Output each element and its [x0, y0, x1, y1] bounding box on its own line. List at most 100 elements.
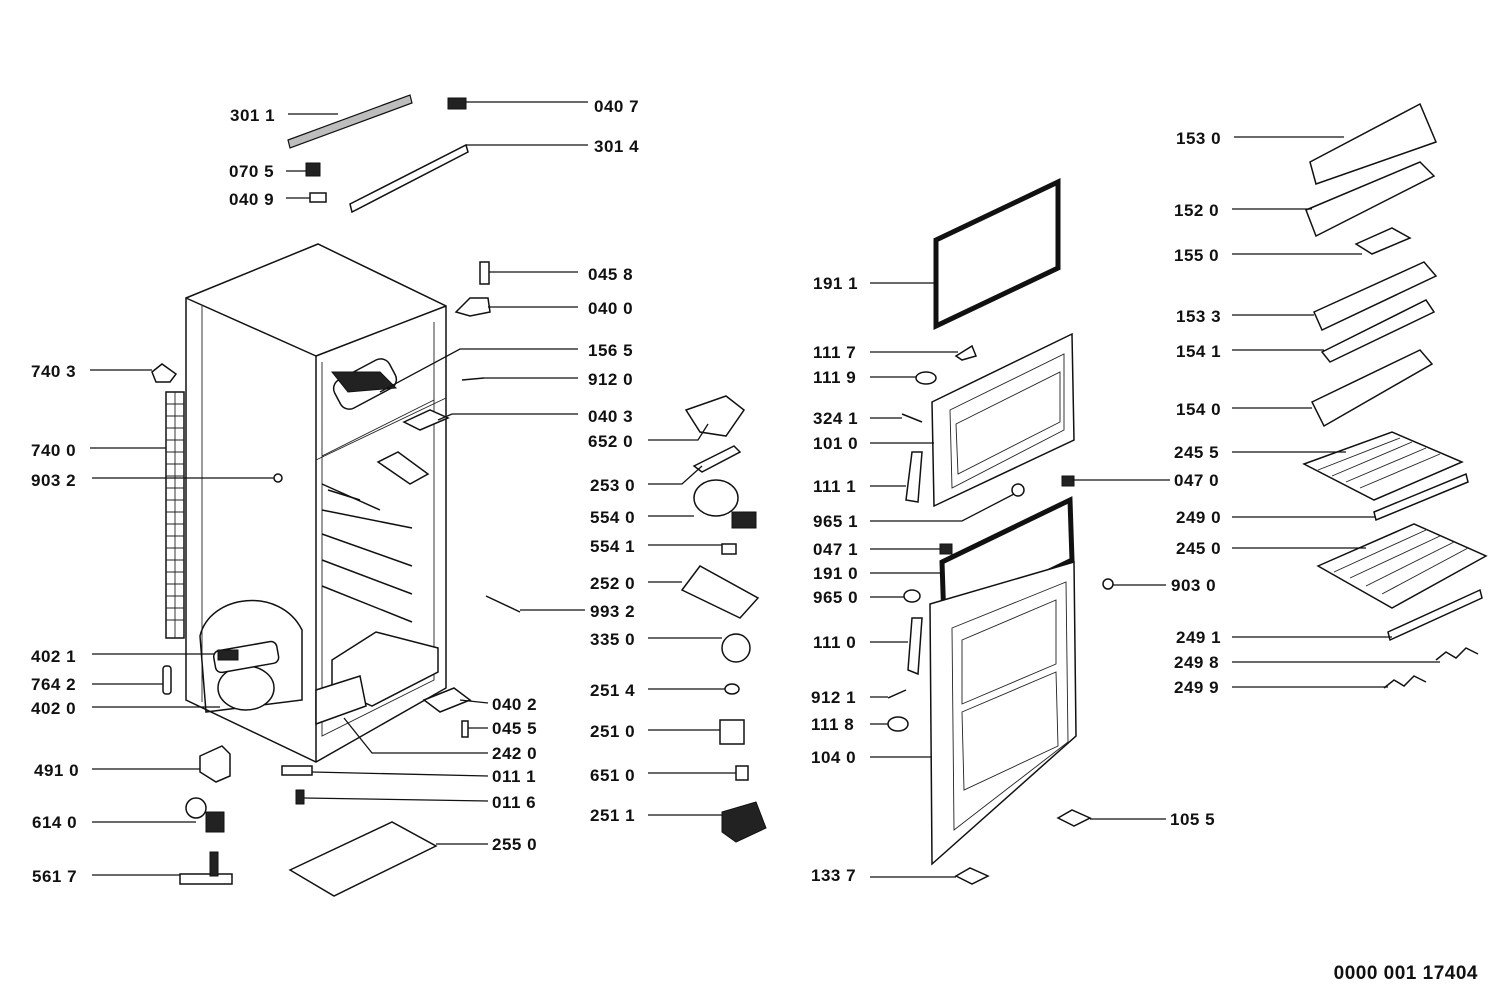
screw-903-2 [273, 473, 283, 483]
callout-011-6: 011 6 [492, 793, 536, 812]
cap-040-9 [309, 192, 327, 203]
callout-491-0: 491 0 [34, 761, 79, 780]
callout-070-5: 070 5 [229, 162, 274, 181]
shelf-152-0 [1305, 161, 1436, 238]
condenser-740-0 [165, 391, 185, 639]
trim-249-1 [1387, 588, 1483, 642]
callout-993-2: 993 2 [590, 602, 635, 621]
knob-253-0 [692, 445, 742, 473]
support-249-8 [1435, 647, 1479, 661]
trim-249-0 [1373, 472, 1469, 522]
cap-111-9 [915, 371, 937, 385]
callout-111-0: 111 0 [813, 633, 856, 652]
callout-040-3: 040 3 [588, 407, 633, 426]
callout-154-0: 154 0 [1176, 400, 1221, 419]
callout-335-0: 335 0 [590, 630, 635, 649]
ring-251-4 [724, 683, 740, 695]
relay-614-0 [185, 797, 207, 819]
callout-764-2: 764 2 [31, 675, 76, 694]
callout-965-0: 965 0 [813, 588, 858, 607]
divider-154-1 [1320, 299, 1436, 363]
grid-156-5 [330, 371, 398, 393]
callout-324-1: 324 1 [813, 409, 858, 428]
callout-152-0: 152 0 [1174, 201, 1219, 220]
screw-903-0 [1102, 578, 1114, 590]
callout-040-9: 040 9 [229, 190, 274, 209]
lamp-554-0 [731, 511, 757, 529]
callout-912-1: 912 1 [811, 688, 856, 707]
callout-111-7: 111 7 [813, 343, 856, 362]
callout-040-2: 040 2 [492, 695, 537, 714]
callout-153-3: 153 3 [1176, 307, 1221, 326]
callout-249-1: 249 1 [1176, 628, 1221, 647]
callout-255-0: 255 0 [492, 835, 537, 854]
wire-shelf-245-5 [1302, 431, 1464, 501]
hinge-040-3 [402, 409, 450, 431]
plug-651-0 [735, 765, 749, 781]
callout-242-0: 242 0 [492, 744, 537, 763]
callout-740-0: 740 0 [31, 441, 76, 460]
callout-912-0: 912 0 [588, 370, 633, 389]
handle-111-1 [905, 451, 923, 503]
relay-box-614-0 [205, 811, 225, 833]
freezer-door-101-0 [931, 332, 1075, 508]
callout-047-1: 047 1 [813, 540, 858, 559]
bracket-561-7 [179, 873, 233, 885]
callout-561-7: 561 7 [32, 867, 77, 886]
clip-070-5 [305, 162, 321, 177]
bracket-post-561-7 [209, 851, 219, 877]
callout-903-0: 903 0 [1171, 576, 1216, 595]
cover-491-0 [199, 745, 231, 783]
shelf-154-0 [1310, 349, 1434, 428]
screw-912-1 [887, 689, 907, 699]
top-trim-301-4 [349, 143, 469, 214]
callout-554-1: 554 1 [590, 537, 635, 556]
callout-903-2: 903 2 [31, 471, 76, 490]
bulb-554-1 [721, 543, 737, 555]
wire-993-2 [485, 595, 521, 613]
hinge-040-0 [454, 297, 491, 317]
callout-651-0: 651 0 [590, 766, 635, 785]
callout-191-0: 191 0 [813, 564, 858, 583]
top-trim-301-1 [287, 94, 413, 149]
callout-191-1: 191 1 [813, 274, 858, 293]
callout-labels: 301 1 040 7 301 4 070 5 040 9 045 8 040 … [31, 97, 1221, 886]
support-249-9 [1383, 675, 1427, 689]
callout-614-0: 614 0 [32, 813, 77, 832]
callout-740-3: 740 3 [31, 362, 76, 381]
callout-153-0: 153 0 [1176, 129, 1221, 148]
callout-301-1: 301 1 [230, 106, 275, 125]
base-panel-255-0 [288, 821, 438, 897]
callout-251-4: 251 4 [590, 681, 635, 700]
foot-133-7 [954, 867, 990, 885]
box-251-1 [721, 801, 767, 843]
callout-251-1: 251 1 [590, 806, 635, 825]
callout-402-0: 402 0 [31, 699, 76, 718]
callout-105-5: 105 5 [1170, 810, 1215, 829]
cap-111-7 [954, 344, 978, 361]
callout-156-5: 156 5 [588, 341, 633, 360]
hinge-047-1 [939, 543, 953, 555]
thermostat-652-0 [684, 395, 746, 437]
callout-047-0: 047 0 [1174, 471, 1219, 490]
pin-045-5 [461, 720, 469, 738]
callout-040-0: 040 0 [588, 299, 633, 318]
compressor-402-0 [199, 599, 303, 713]
handle-111-0 [907, 617, 923, 676]
screw-912-0 [461, 377, 485, 381]
callout-249-0: 249 0 [1176, 508, 1221, 527]
screw-324-1 [901, 413, 923, 423]
callout-104-0: 104 0 [811, 748, 856, 767]
leader-lines [90, 101, 1440, 878]
pin-045-8 [479, 261, 490, 285]
callout-252-0: 252 0 [590, 574, 635, 593]
callout-045-5: 045 5 [492, 719, 537, 738]
fridge-door-104-0 [929, 561, 1077, 866]
callout-040-7: 040 7 [594, 97, 639, 116]
callout-245-5: 245 5 [1174, 443, 1219, 462]
stop-965-1 [1011, 483, 1025, 497]
wire-shelf-245-0 [1316, 523, 1488, 609]
document-number: 0000 001 17404 [1333, 963, 1478, 984]
